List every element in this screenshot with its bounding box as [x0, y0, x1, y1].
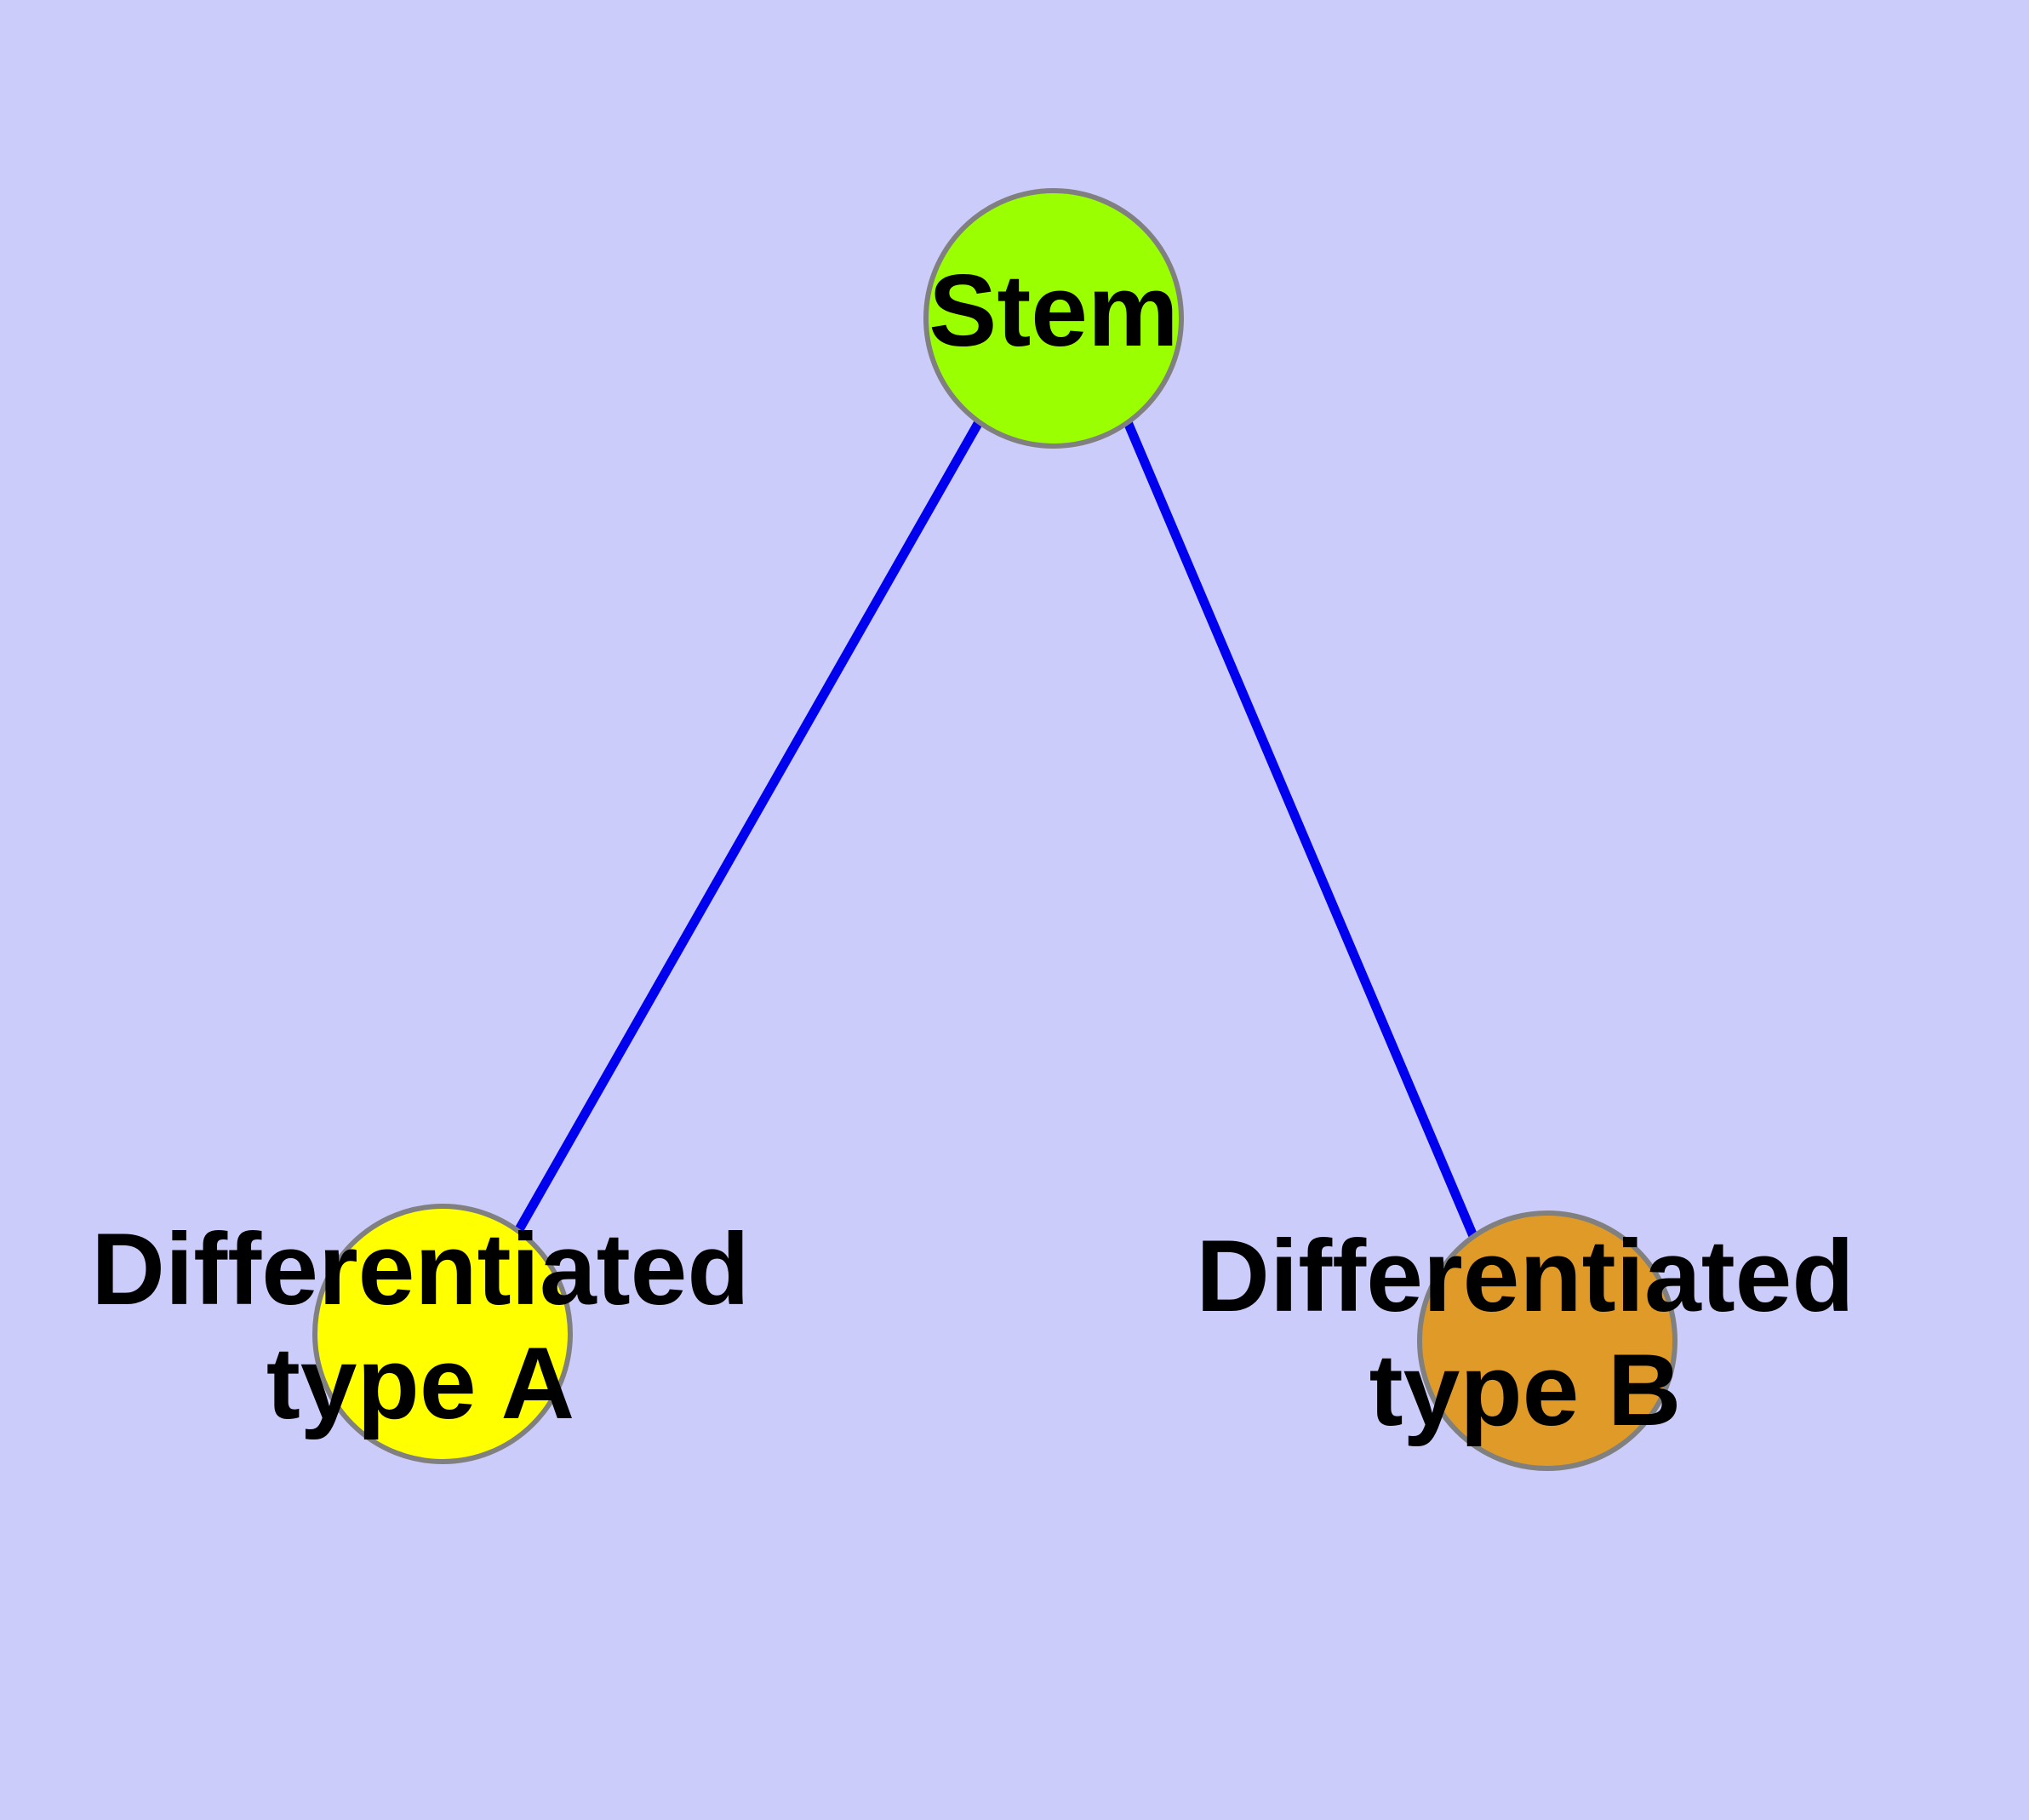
node-diff_a[interactable]	[312, 1204, 573, 1464]
node-diff_b[interactable]	[1417, 1210, 1677, 1471]
node-label-stem: Stem	[929, 254, 1178, 368]
nodes-layer	[312, 188, 1677, 1471]
node-label-line: Stem	[929, 254, 1178, 368]
edge-stem-diff_a[interactable]	[514, 420, 983, 1233]
node-label-line: type B	[1369, 1333, 1682, 1447]
edges-layer	[514, 420, 1478, 1239]
edge-stem-diff_b[interactable]	[1123, 420, 1478, 1239]
node-stem[interactable]	[923, 188, 1184, 449]
node-label-line: Differentiated	[1196, 1219, 1854, 1333]
node-label-line: Differentiated	[91, 1212, 749, 1326]
node-label-line: type A	[266, 1326, 574, 1440]
